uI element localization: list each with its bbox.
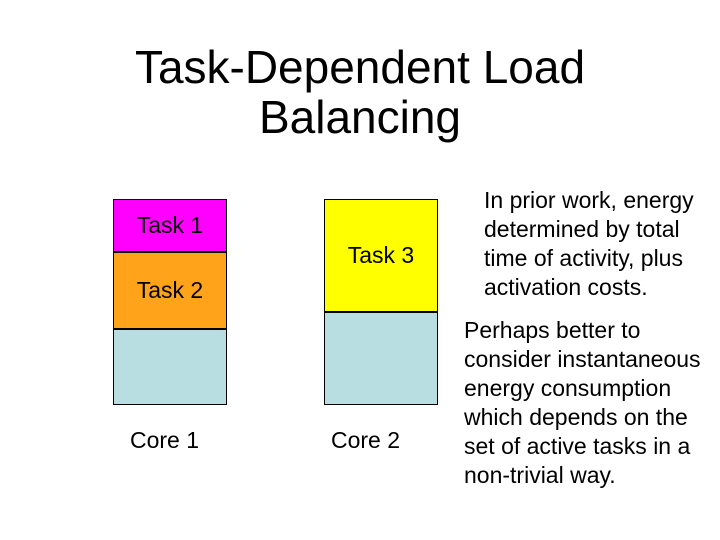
note-instantaneous-energy: Perhaps better to consider instantaneous… [464,317,701,488]
task1-block: Task 1 [113,199,227,252]
task2-label: Task 2 [136,277,204,303]
slide-title: Task-Dependent Load Balancing [134,41,586,143]
task3-label: Task 3 [347,242,415,268]
core1-idle-block [113,329,227,405]
task3-block: Task 3 [324,199,438,312]
task2-block: Task 2 [113,252,227,329]
core2-stack: Task 3 [324,199,438,405]
note-prior-work: In prior work, energy determined by tota… [484,187,694,300]
core1-label: Core 1 [130,427,200,453]
core2-label: Core 2 [331,427,401,453]
task1-label: Task 1 [136,212,204,238]
core1-stack: Task 1 Task 2 [113,199,227,405]
core2-idle-block [324,312,438,405]
